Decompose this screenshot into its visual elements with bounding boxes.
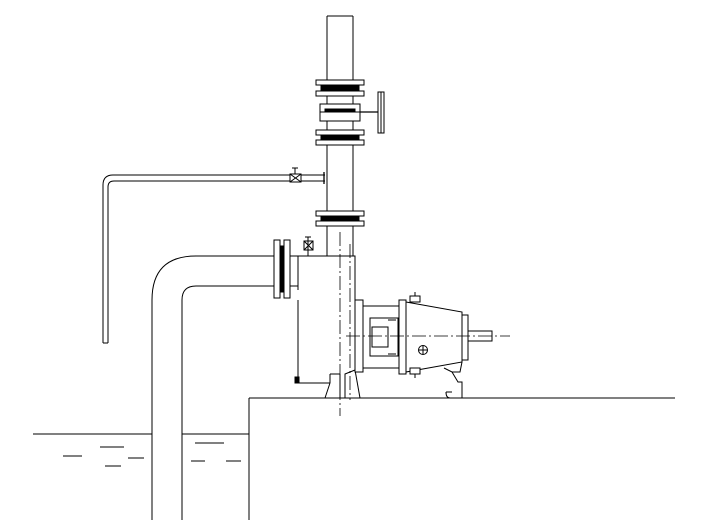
gate-valve [320,104,382,121]
vent-valve [304,237,313,256]
bearing-housing [399,292,468,398]
priming-line [103,172,325,343]
discharge-flange-middle [316,130,364,145]
foundation [249,398,675,520]
water-level [33,434,249,466]
handwheel [378,92,384,133]
center-lines [340,232,510,416]
discharge-flange-lower [316,211,364,226]
discharge-flange-top [316,80,364,96]
priming-valve [290,168,301,182]
suction-pipe-bend [152,256,275,520]
suction-flange [274,240,298,298]
